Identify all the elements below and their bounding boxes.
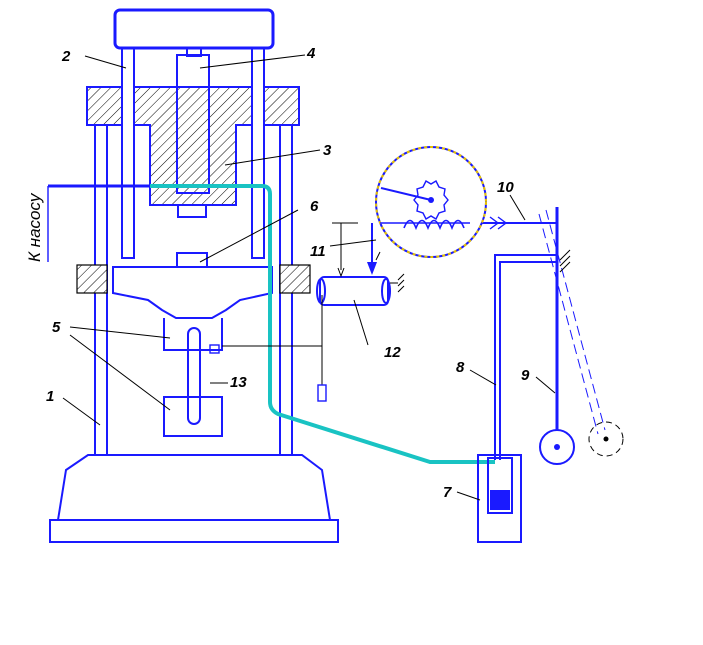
callout-3: 3 xyxy=(323,142,332,159)
callout-10: 10 xyxy=(497,179,514,196)
recorder-drum xyxy=(316,222,405,306)
leader-lines xyxy=(62,54,556,501)
base xyxy=(49,454,339,543)
rod xyxy=(494,254,557,460)
callout-11: 11 xyxy=(310,243,326,260)
lower-crosshead xyxy=(76,252,311,319)
top-cap xyxy=(113,8,275,50)
callout-7: 7 xyxy=(443,484,452,501)
callout-9: 9 xyxy=(521,367,530,384)
callout-8: 8 xyxy=(456,359,465,376)
grips xyxy=(163,318,223,437)
callout-4: 4 xyxy=(306,45,316,62)
pump-label: К насосу xyxy=(25,192,44,262)
callout-1: 1 xyxy=(46,388,54,405)
hydraulic-line xyxy=(47,184,495,464)
drum-linkage xyxy=(222,295,327,402)
callout-5: 5 xyxy=(52,319,61,336)
callout-2: 2 xyxy=(61,48,71,65)
measuring-cylinder xyxy=(477,454,522,543)
piston xyxy=(176,47,210,218)
pendulum xyxy=(538,207,624,465)
callout-12: 12 xyxy=(384,344,401,361)
dial xyxy=(375,146,487,258)
callout-13: 13 xyxy=(230,374,247,391)
upper-crosshead xyxy=(86,86,300,206)
callout-6: 6 xyxy=(310,198,319,215)
